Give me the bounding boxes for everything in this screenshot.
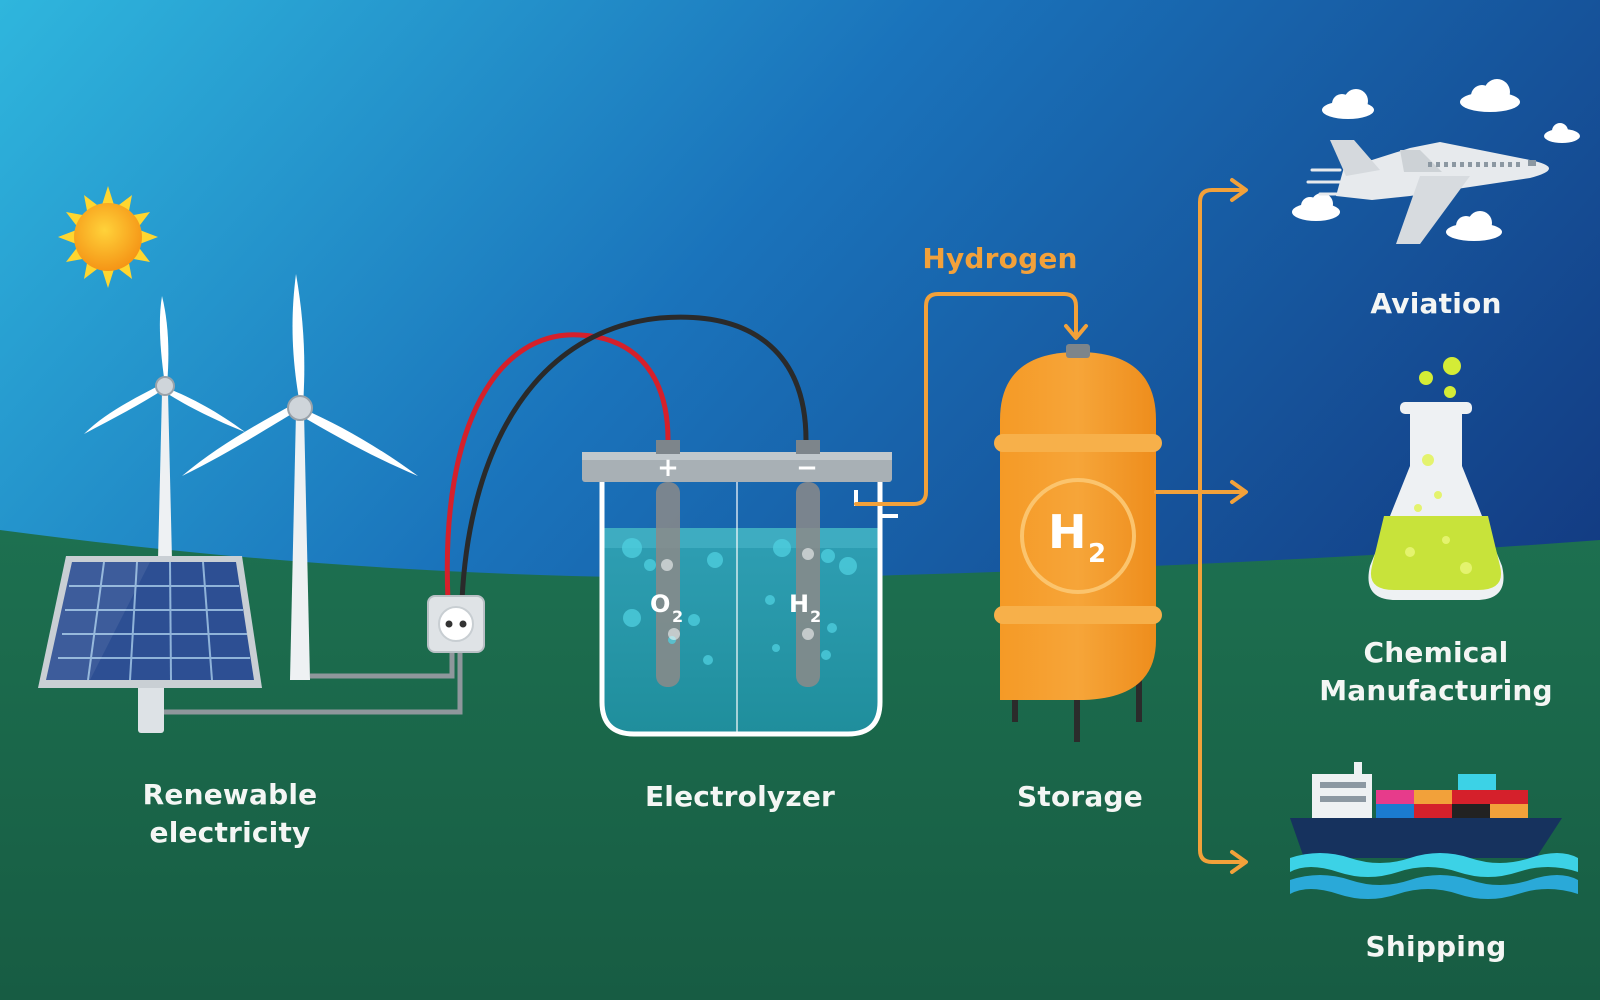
hydrogen-gas-subscript: 2 [810, 607, 821, 626]
negative-terminal-label: − [796, 453, 818, 483]
power-outlet-icon [427, 595, 485, 653]
storage-label: Storage [1017, 780, 1143, 813]
aviation-label: Aviation [1370, 287, 1502, 320]
hydrogen-flow-arrow [854, 292, 1088, 506]
cargo-ship-icon [1290, 762, 1578, 899]
oxygen-label: O [650, 590, 670, 618]
tank-h2-symbol: H [1048, 505, 1087, 559]
sun-icon [58, 186, 158, 288]
wind-turbine-icon [84, 296, 245, 560]
flask-icon [1368, 357, 1504, 600]
shipping-label: Shipping [1365, 930, 1507, 963]
electrolyzer-label: Electrolyzer [644, 780, 836, 813]
oxygen-subscript: 2 [672, 607, 683, 626]
negative-wire [459, 314, 809, 601]
storage-tank [994, 344, 1162, 742]
chemical-manufacturing-label: Chemical Manufacturing [1319, 636, 1553, 707]
solar-panel-icon [38, 556, 262, 733]
wind-turbine-icon [182, 274, 418, 680]
hydrogen-gas-label: H [789, 590, 809, 618]
tank-h2-subscript: 2 [1088, 539, 1106, 569]
positive-wire [444, 332, 671, 601]
distribution-arrows [1154, 178, 1248, 874]
cloud-icon [1292, 79, 1580, 241]
hydrogen-label: Hydrogen [922, 242, 1078, 275]
airplane-icon [1306, 140, 1549, 244]
electrolyzer-tank [582, 440, 898, 737]
positive-terminal-label: + [657, 453, 679, 483]
renewable-electricity-label: Renewable electricity [142, 778, 318, 849]
